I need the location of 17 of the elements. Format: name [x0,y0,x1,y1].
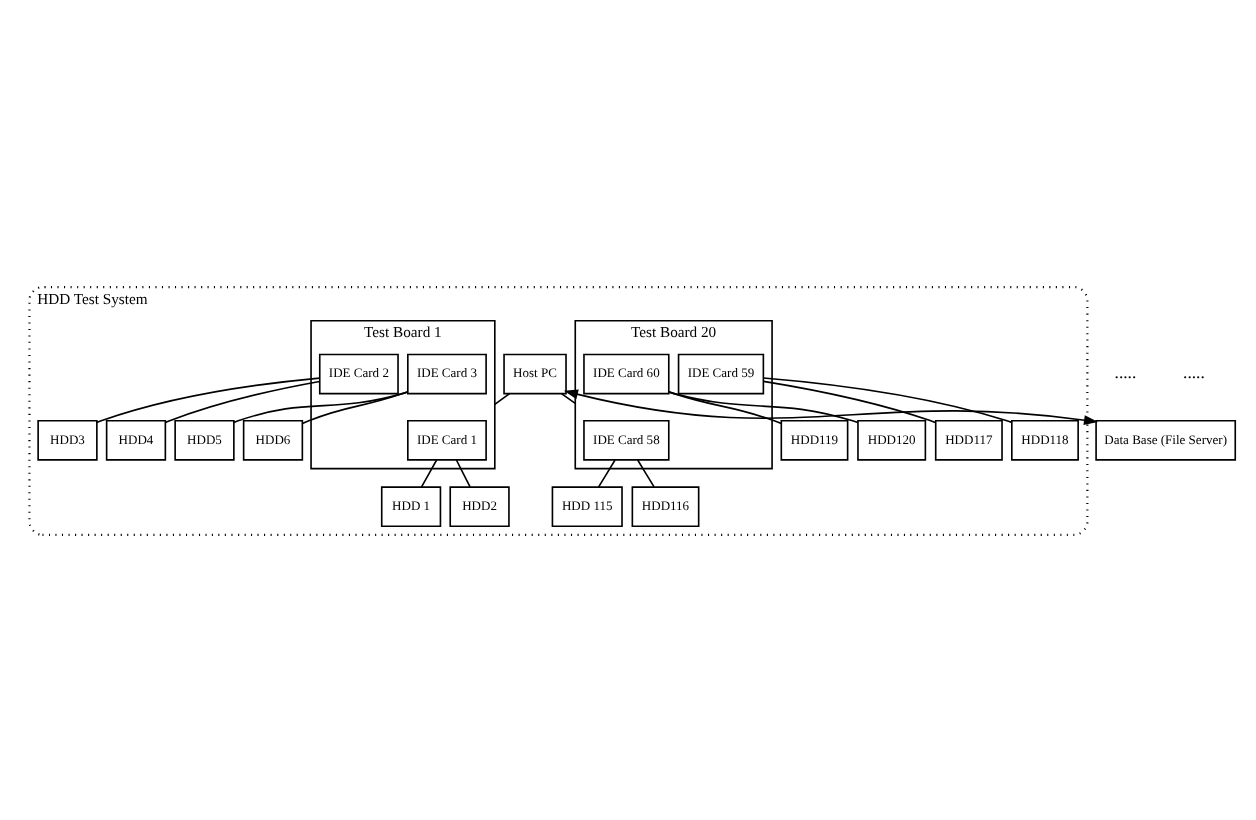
connector [164,379,321,423]
connector [668,390,859,423]
arrow [563,388,1099,424]
connector [420,458,438,487]
connector [636,458,655,487]
connector [762,379,937,423]
label: ..... [1114,361,1137,382]
label: ..... [1183,361,1205,382]
connector [96,376,321,423]
connector [762,376,1013,423]
connector [597,458,616,487]
connector [455,458,471,487]
connector [494,391,511,405]
connector [301,389,409,424]
connector [668,390,783,424]
connector [233,390,409,423]
connector [560,391,577,404]
